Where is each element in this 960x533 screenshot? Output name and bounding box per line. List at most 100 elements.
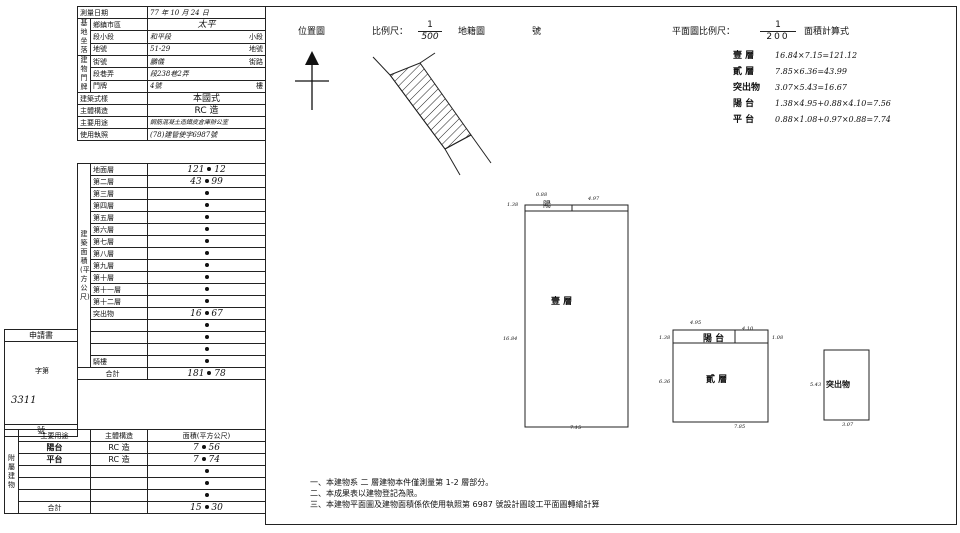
annex-total-int: 15 [190, 502, 202, 513]
lot-label: 地號 [90, 42, 148, 57]
calc-formula: 3.07×5.43=16.67 [775, 83, 847, 92]
annex-area-int: 7 [193, 454, 199, 465]
decimal-dot-icon [204, 335, 209, 339]
style-label: 建築式樣 [77, 92, 148, 105]
annex-area-int: 7 [193, 442, 199, 453]
area-calc-label: 面積計算式 [804, 27, 850, 37]
floor-area-value [147, 211, 266, 224]
dim-p-bottom: 3.07 [842, 422, 854, 428]
annex-struct: RC 造 [90, 441, 148, 454]
annex-area [147, 477, 266, 490]
lot-hatched-parcel [389, 62, 472, 150]
location-group-label: 基地坐落 [77, 18, 91, 56]
decimal-dot-icon [204, 275, 209, 279]
section-cell: 和平段小段 [147, 30, 266, 44]
decimal-dot-icon [204, 287, 209, 291]
number-label: 門牌 [90, 79, 148, 94]
annex-struct [90, 489, 148, 502]
floor-area-int: 121 [187, 164, 205, 175]
calc-label: 平 台 [733, 115, 755, 125]
floor-row: 第九層 [78, 259, 266, 272]
annex-area-dec: 74 [208, 454, 220, 465]
annex-struct [90, 465, 148, 478]
permit-value: (78)建管使字6987號 [147, 128, 266, 141]
note-line: 二、本成果表以建物登記為限。 [310, 489, 422, 498]
decimal-dot-icon [204, 505, 209, 509]
floor-label: 第十一層 [90, 283, 148, 296]
annex-use [18, 477, 91, 490]
subsection-suffix: 小段 [249, 32, 263, 41]
cadastral-no: 號 [532, 27, 542, 37]
use-value: 鋼筋混凝土造鐵皮倉庫辦公室 [147, 116, 266, 129]
floor-area-value: 121 12 [147, 163, 266, 176]
floor-area-int: 43 [190, 176, 202, 187]
decimal-dot-icon [204, 323, 209, 327]
annex-area [147, 489, 266, 502]
street-label: 街號 [90, 54, 148, 69]
floor-label: 第十層 [90, 271, 148, 284]
dim-f2-bottom: 7.85 [734, 424, 746, 430]
lane-label: 段巷弄 [90, 67, 148, 81]
floor-area-value [147, 259, 266, 272]
scale-label: 比例尺： [372, 27, 409, 37]
floor-area-value [147, 223, 266, 236]
calc-formula: 16.84×7.15=121.12 [775, 51, 858, 60]
floor-row: 第四層 [78, 199, 266, 212]
registration-table: 測量日期 77 年 10 月 24 日 基地坐落 鄉鎮市區 太平 段小段 和平段… [77, 6, 266, 141]
notes-block: 一、本建物系 二 層建物本件僅測量第 1-2 層部分。二、本成果表以建物登記為限… [310, 477, 599, 510]
floor-label: 第八層 [90, 247, 148, 260]
plan-floor2-label: 貳 層 [706, 375, 728, 385]
decimal-dot-icon [201, 457, 206, 461]
street-cell: 鵬儀街路 [147, 54, 266, 69]
floor-area-dec: 67 [211, 308, 223, 319]
dim-f1-left: 16.84 [503, 336, 518, 342]
annex-area-header: 面積(平方公尺) [147, 429, 266, 442]
lot-suffix: 地號 [249, 45, 263, 54]
floor-row [78, 319, 266, 332]
dim-f2-left-top: 1.38 [659, 335, 671, 341]
doc-no-label: 字第 [35, 367, 49, 375]
floor-row: 第三層 [78, 187, 266, 200]
number-cell: 4號樓 [147, 79, 266, 94]
floor-area-value [147, 355, 266, 368]
cadastral-label: 地籍圖 [458, 27, 486, 37]
calc-formula: 1.38×4.95+0.88×4.10=7.56 [775, 99, 891, 108]
scale-numerator: 1 [427, 20, 433, 30]
annex-header-row: 附屬建物主要用途主體構造面積(平方公尺) [4, 429, 266, 514]
survey-date-label: 測量日期 [77, 6, 148, 19]
annex-struct [90, 477, 148, 490]
drawing-frame [265, 6, 957, 525]
total-dec: 78 [214, 368, 226, 379]
decimal-dot-icon [204, 215, 209, 219]
door-group-label: 建物門牌 [77, 55, 91, 93]
dim-p-left: 5.43 [810, 382, 822, 388]
calc-label: 貳 層 [733, 67, 755, 77]
floor-area-int: 16 [190, 308, 202, 319]
north-arrow-icon [295, 51, 329, 110]
street-value: 鵬儀 [150, 57, 164, 66]
township-value: 太平 [147, 17, 266, 32]
applicant-label: 申請書 [4, 329, 78, 342]
decimal-dot-icon [204, 493, 209, 497]
decimal-dot-icon [204, 179, 209, 183]
decimal-dot-icon [204, 251, 209, 255]
floor-row [78, 343, 266, 356]
plan-protrusion-label: 突出物 [826, 380, 850, 389]
floor-area-dec: 12 [214, 164, 226, 175]
floor-label: 第六層 [90, 223, 148, 236]
floor-row: 第十一層 [78, 283, 266, 296]
decimal-dot-icon [204, 481, 209, 485]
doc-no-value: 3311 [11, 395, 37, 406]
applicant-table: 申請書 字第 3311 號 [4, 329, 78, 437]
floor-row: 第六層 [78, 223, 266, 236]
calc-formula: 0.88×1.08+0.97×0.88=7.74 [775, 115, 891, 124]
decimal-dot-icon [204, 203, 209, 207]
